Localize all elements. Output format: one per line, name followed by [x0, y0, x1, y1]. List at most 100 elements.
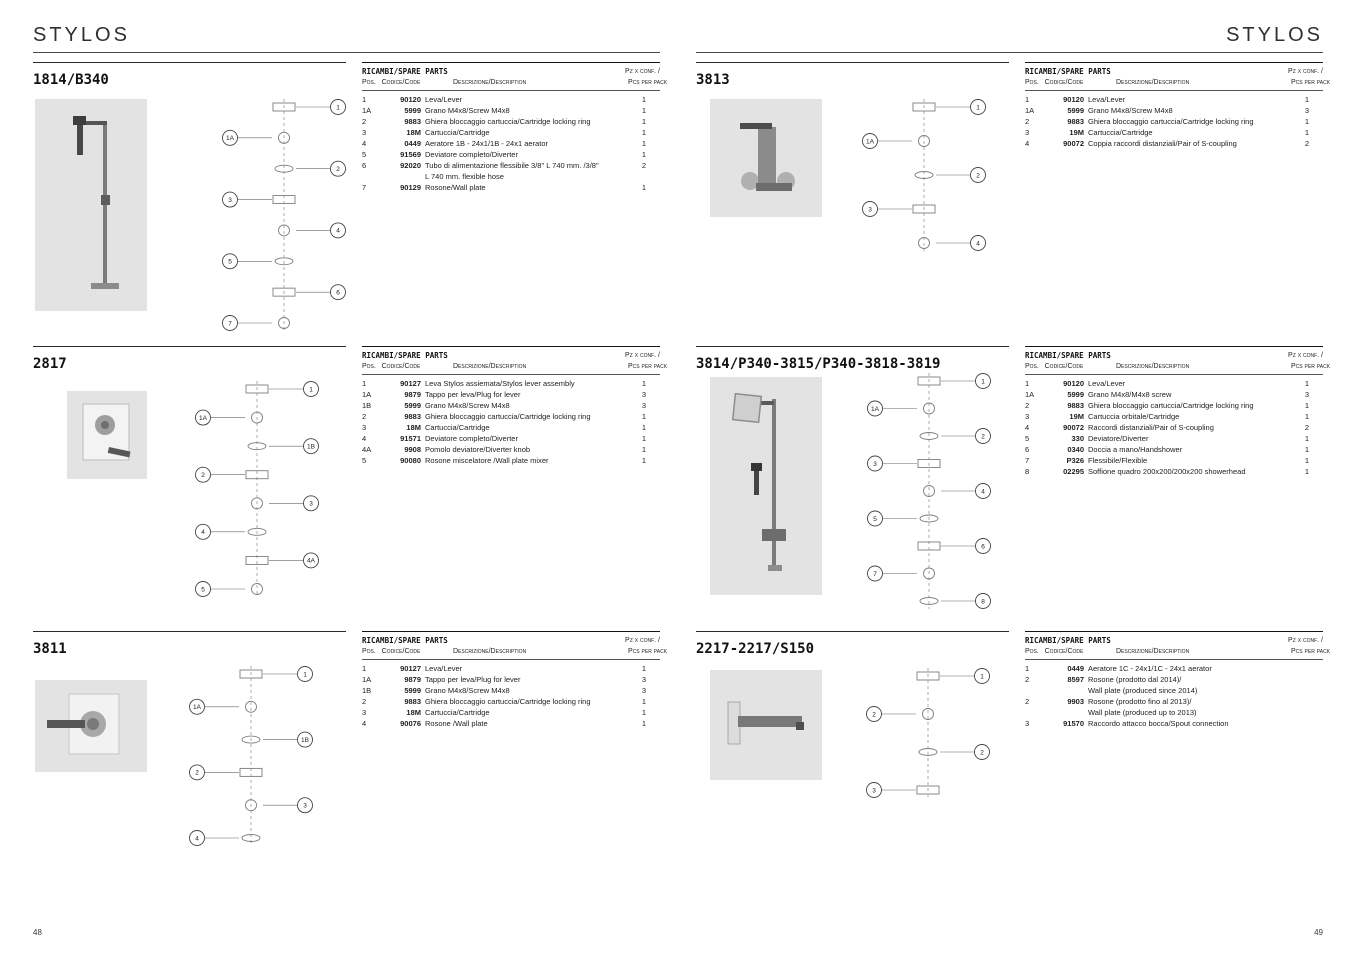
part-pos: 3: [362, 708, 367, 717]
svg-text:4: 4: [976, 240, 980, 247]
description-header: Descrizione/Description: [453, 648, 527, 655]
part-qty: 1: [1304, 456, 1310, 465]
part-description: Deviatore completo/Diverter: [425, 150, 518, 159]
part-pos: 3: [1025, 128, 1030, 137]
part-qty: 1: [641, 379, 647, 388]
svg-text:4: 4: [336, 228, 340, 235]
part-qty: 1: [641, 445, 647, 454]
part-description: Pomolo deviatore/Diverter knob: [425, 445, 531, 454]
pos-header: Pos.: [1025, 79, 1039, 86]
part-description: Soffione quadro 200x200/200x200 showerhe…: [1088, 467, 1246, 476]
svg-text:2: 2: [201, 472, 205, 479]
svg-text:4: 4: [195, 835, 199, 842]
part-qty: 3: [1304, 106, 1310, 115]
table-title: RICAMBI/SPARE PARTS: [362, 67, 448, 76]
part-description: Cartuccia/Cartridge: [425, 128, 490, 137]
part-code: 02295: [1063, 467, 1084, 476]
svg-text:1: 1: [976, 104, 980, 111]
part-description: Grano M4x8/Screw M4x8: [1088, 106, 1173, 115]
parts-row: 7 P326 Flessibile/Flexible 1: [1025, 455, 1323, 466]
qty-header-line2: Pcs per pack: [1291, 79, 1331, 86]
part-description: Deviatore completo/Diverter: [425, 434, 518, 443]
spare-parts-table: RICAMBI/SPARE PARTS Pz x conf. / Pos. Co…: [362, 346, 668, 630]
svg-text:2: 2: [336, 166, 340, 173]
svg-text:6: 6: [336, 289, 340, 296]
part-code: 90076: [400, 719, 421, 728]
shower-rail-image: [73, 116, 119, 289]
qty-header-line2: Pcs per pack: [628, 363, 668, 370]
svg-text:3: 3: [309, 501, 313, 508]
svg-text:1A: 1A: [226, 135, 235, 142]
qty-header-line2: Pcs per pack: [1291, 363, 1331, 370]
part-description: Rosone miscelatore /Wall plate mixer: [425, 456, 549, 465]
svg-text:3: 3: [303, 803, 307, 810]
part-code: 90072: [1063, 423, 1084, 432]
part-pos: 1: [1025, 379, 1030, 388]
part-description: Leva/Lever: [425, 664, 463, 673]
part-pos: 2: [1025, 401, 1030, 410]
part-description: Rosone (prodotto dal 2014)/ Wall plate (…: [1088, 675, 1198, 695]
part-qty: 1: [641, 434, 647, 443]
svg-text:1A: 1A: [866, 138, 875, 145]
svg-text:1: 1: [309, 386, 313, 393]
part-code: 90120: [1063, 95, 1084, 104]
part-code: 90127: [400, 664, 421, 673]
brand-right: STYLOS: [1226, 24, 1323, 46]
part-code: P326: [1066, 456, 1084, 465]
part-pos: 7: [1025, 456, 1030, 465]
part-code: 9879: [404, 675, 421, 684]
part-code: 8597: [1067, 675, 1084, 684]
part-code: 5999: [404, 686, 421, 695]
code-header: Codice/Code: [381, 648, 421, 655]
table-title: RICAMBI/SPARE PARTS: [1025, 67, 1111, 76]
svg-text:2: 2: [980, 749, 984, 756]
part-qty: 3: [641, 686, 647, 695]
qty-header-line1: Pz x conf. /: [625, 68, 660, 75]
qty-header-line2: Pcs per pack: [1291, 648, 1331, 655]
part-pos: 1: [1025, 664, 1030, 673]
part-pos: 3: [362, 128, 367, 137]
part-code: 90129: [400, 183, 421, 192]
part-qty: 1: [641, 456, 647, 465]
wall-mixer-image: [82, 403, 131, 461]
code-header: Codice/Code: [1044, 79, 1084, 86]
part-code: 91570: [1063, 719, 1084, 728]
part-qty: 3: [641, 390, 647, 399]
part-qty: 2: [1304, 423, 1310, 432]
qty-header-line1: Pz x conf. /: [625, 637, 660, 644]
part-description: Flessibile/Flexible: [1088, 456, 1148, 465]
svg-text:2: 2: [976, 172, 980, 179]
svg-text:4: 4: [201, 529, 205, 536]
wall-mixer-lever-image: [47, 693, 120, 755]
pos-header: Pos.: [362, 79, 376, 86]
part-pos: 1: [362, 379, 367, 388]
part-code: 18M: [406, 128, 421, 137]
part-description: Aeratore 1C - 24x1/1C - 24x1 aerator: [1088, 664, 1212, 673]
part-qty: 2: [1304, 139, 1310, 148]
part-qty: 1: [1304, 467, 1310, 476]
part-code: 90080: [400, 456, 421, 465]
part-pos: 1A: [1025, 106, 1035, 115]
code-header: Codice/Code: [1044, 648, 1084, 655]
pos-header: Pos.: [1025, 648, 1039, 655]
svg-text:1A: 1A: [193, 704, 202, 711]
part-code: 0340: [1067, 445, 1084, 454]
svg-text:1: 1: [981, 378, 985, 385]
